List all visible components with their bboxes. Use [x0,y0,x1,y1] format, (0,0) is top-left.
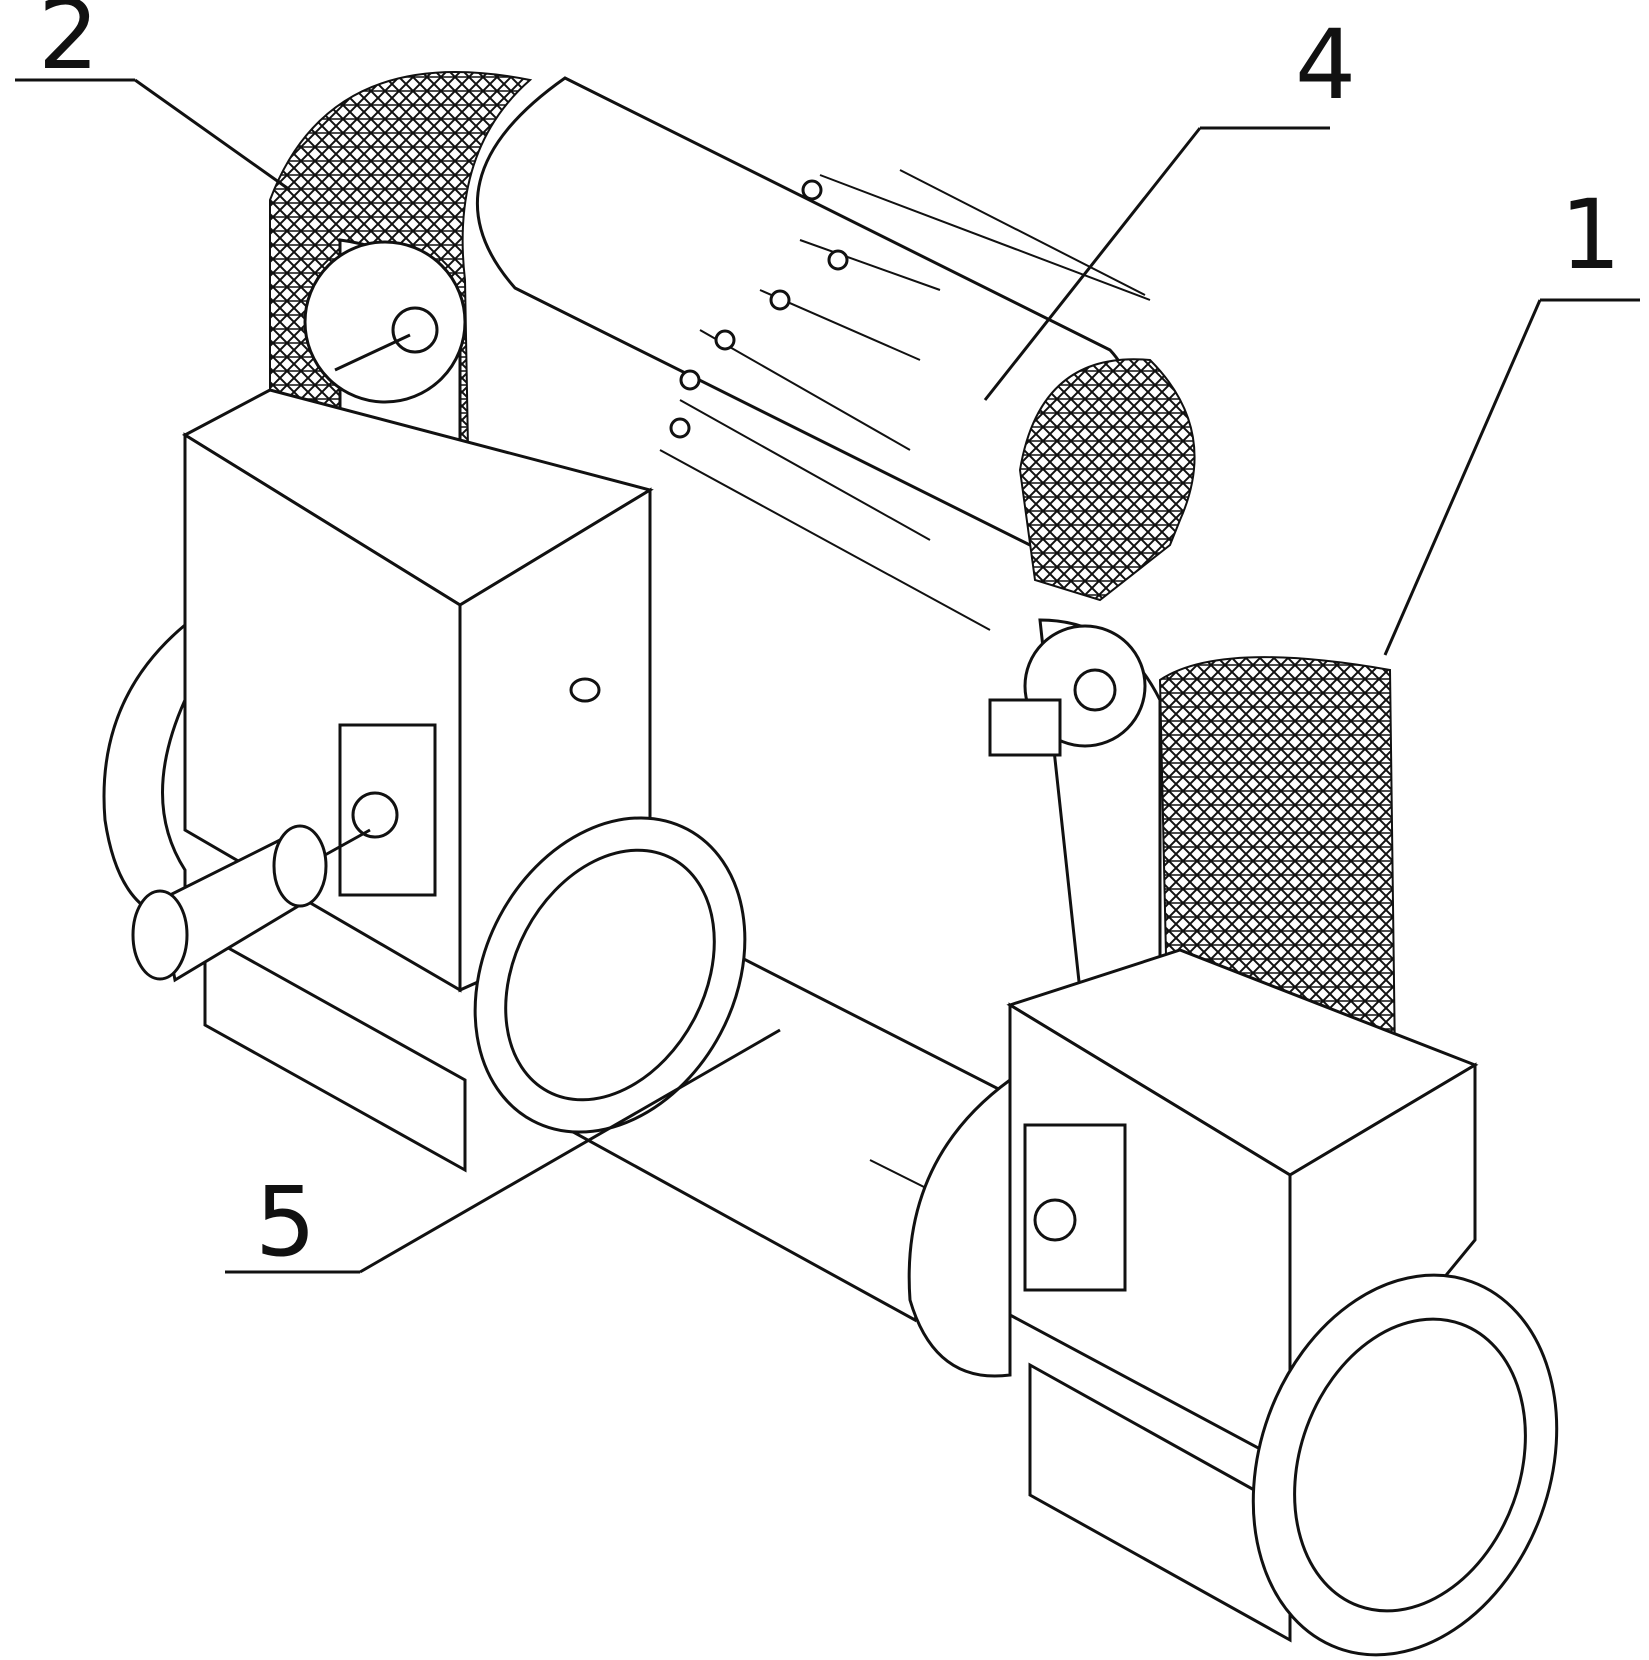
label-2: 2 [38,0,99,91]
drive-motor [131,824,371,983]
left-flange [102,621,187,922]
right-flanges [907,1077,1559,1657]
part-labels: 2 4 1 5 [38,0,1621,1278]
label-5: 5 [255,1166,316,1278]
label-4: 4 [1295,9,1356,121]
label-1: 1 [1560,179,1621,291]
left-box-housing [181,388,654,1173]
leader-lines [15,78,1640,1274]
